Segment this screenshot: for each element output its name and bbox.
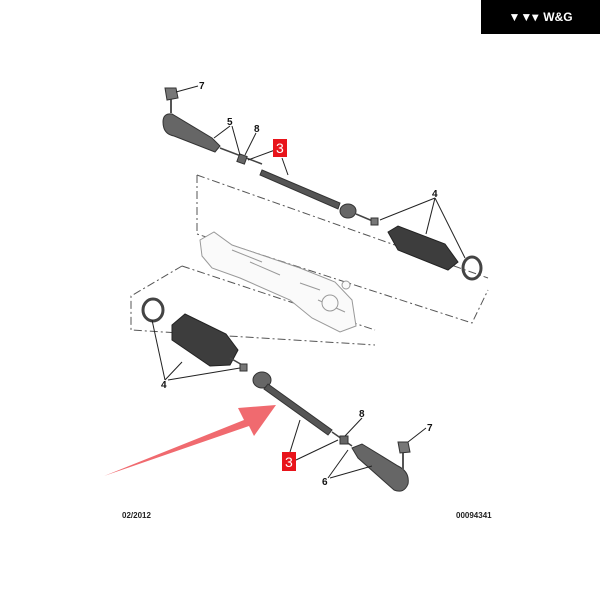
boot-top bbox=[387, 225, 459, 271]
ring-top bbox=[461, 255, 483, 281]
logo-text: W&G bbox=[543, 10, 573, 24]
footer-date: 02/2012 bbox=[122, 511, 151, 520]
steering-rack-housing bbox=[199, 231, 357, 333]
label-locknut-top: 8 bbox=[254, 124, 260, 135]
clip-bottom bbox=[239, 363, 248, 372]
label-boot-kit-bottom: 4 bbox=[161, 380, 167, 391]
inner-tie-rod-bottom bbox=[263, 383, 333, 436]
inner-tie-rod-top bbox=[259, 169, 341, 210]
label-tie-rod-end-bottom: 6 bbox=[322, 477, 328, 488]
nut-bottom bbox=[397, 441, 411, 454]
label-inner-tie-rod-bottom: 3 bbox=[285, 454, 293, 470]
tie-rod-end-top bbox=[162, 113, 221, 153]
clip-top bbox=[370, 217, 379, 226]
top-tie-rod-assembly bbox=[162, 87, 483, 281]
nut-top bbox=[164, 87, 179, 101]
ball-joint-bottom bbox=[252, 371, 272, 389]
label-nut-top: 7 bbox=[199, 81, 205, 92]
bottom-tie-rod-assembly bbox=[141, 297, 411, 492]
ring-bottom bbox=[141, 297, 165, 323]
leader-lines bbox=[151, 85, 466, 479]
ball-joint-top bbox=[339, 203, 357, 219]
label-tie-rod-end-top: 5 bbox=[227, 117, 233, 128]
red-arrow-icon bbox=[104, 405, 276, 476]
footer-reference: 00094341 bbox=[456, 511, 492, 520]
label-boot-kit-top: 4 bbox=[432, 189, 438, 200]
locknut-bottom bbox=[339, 435, 349, 445]
label-nut-bottom: 7 bbox=[427, 423, 433, 434]
label-inner-tie-rod-top: 3 bbox=[276, 140, 284, 156]
boot-bottom bbox=[171, 313, 239, 367]
tie-rod-end-bottom bbox=[351, 443, 409, 492]
label-locknut-bottom: 8 bbox=[359, 409, 365, 420]
locknut-top bbox=[236, 153, 248, 165]
brand-logo: ▼▼▾ W&G bbox=[481, 0, 600, 34]
wg-chevrons-icon: ▼▼▾ bbox=[508, 10, 539, 24]
highlight-box-top bbox=[273, 139, 287, 157]
highlight-box-bottom bbox=[282, 452, 296, 471]
